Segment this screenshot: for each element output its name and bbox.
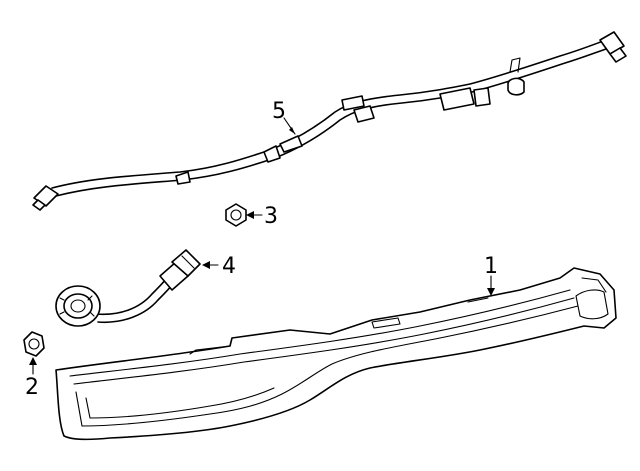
callout-3: 3	[264, 204, 278, 229]
callout-2: 2	[25, 375, 39, 400]
tail-lamp: 1	[55, 254, 617, 441]
callout-5: 5	[272, 99, 286, 124]
wiring-harness: 5	[32, 31, 627, 211]
clip-nut: 3	[225, 203, 278, 229]
callout-1: 1	[484, 254, 498, 279]
grommet: 2	[23, 331, 45, 400]
bulb-socket: 4	[55, 249, 236, 327]
callout-4: 4	[222, 254, 236, 279]
